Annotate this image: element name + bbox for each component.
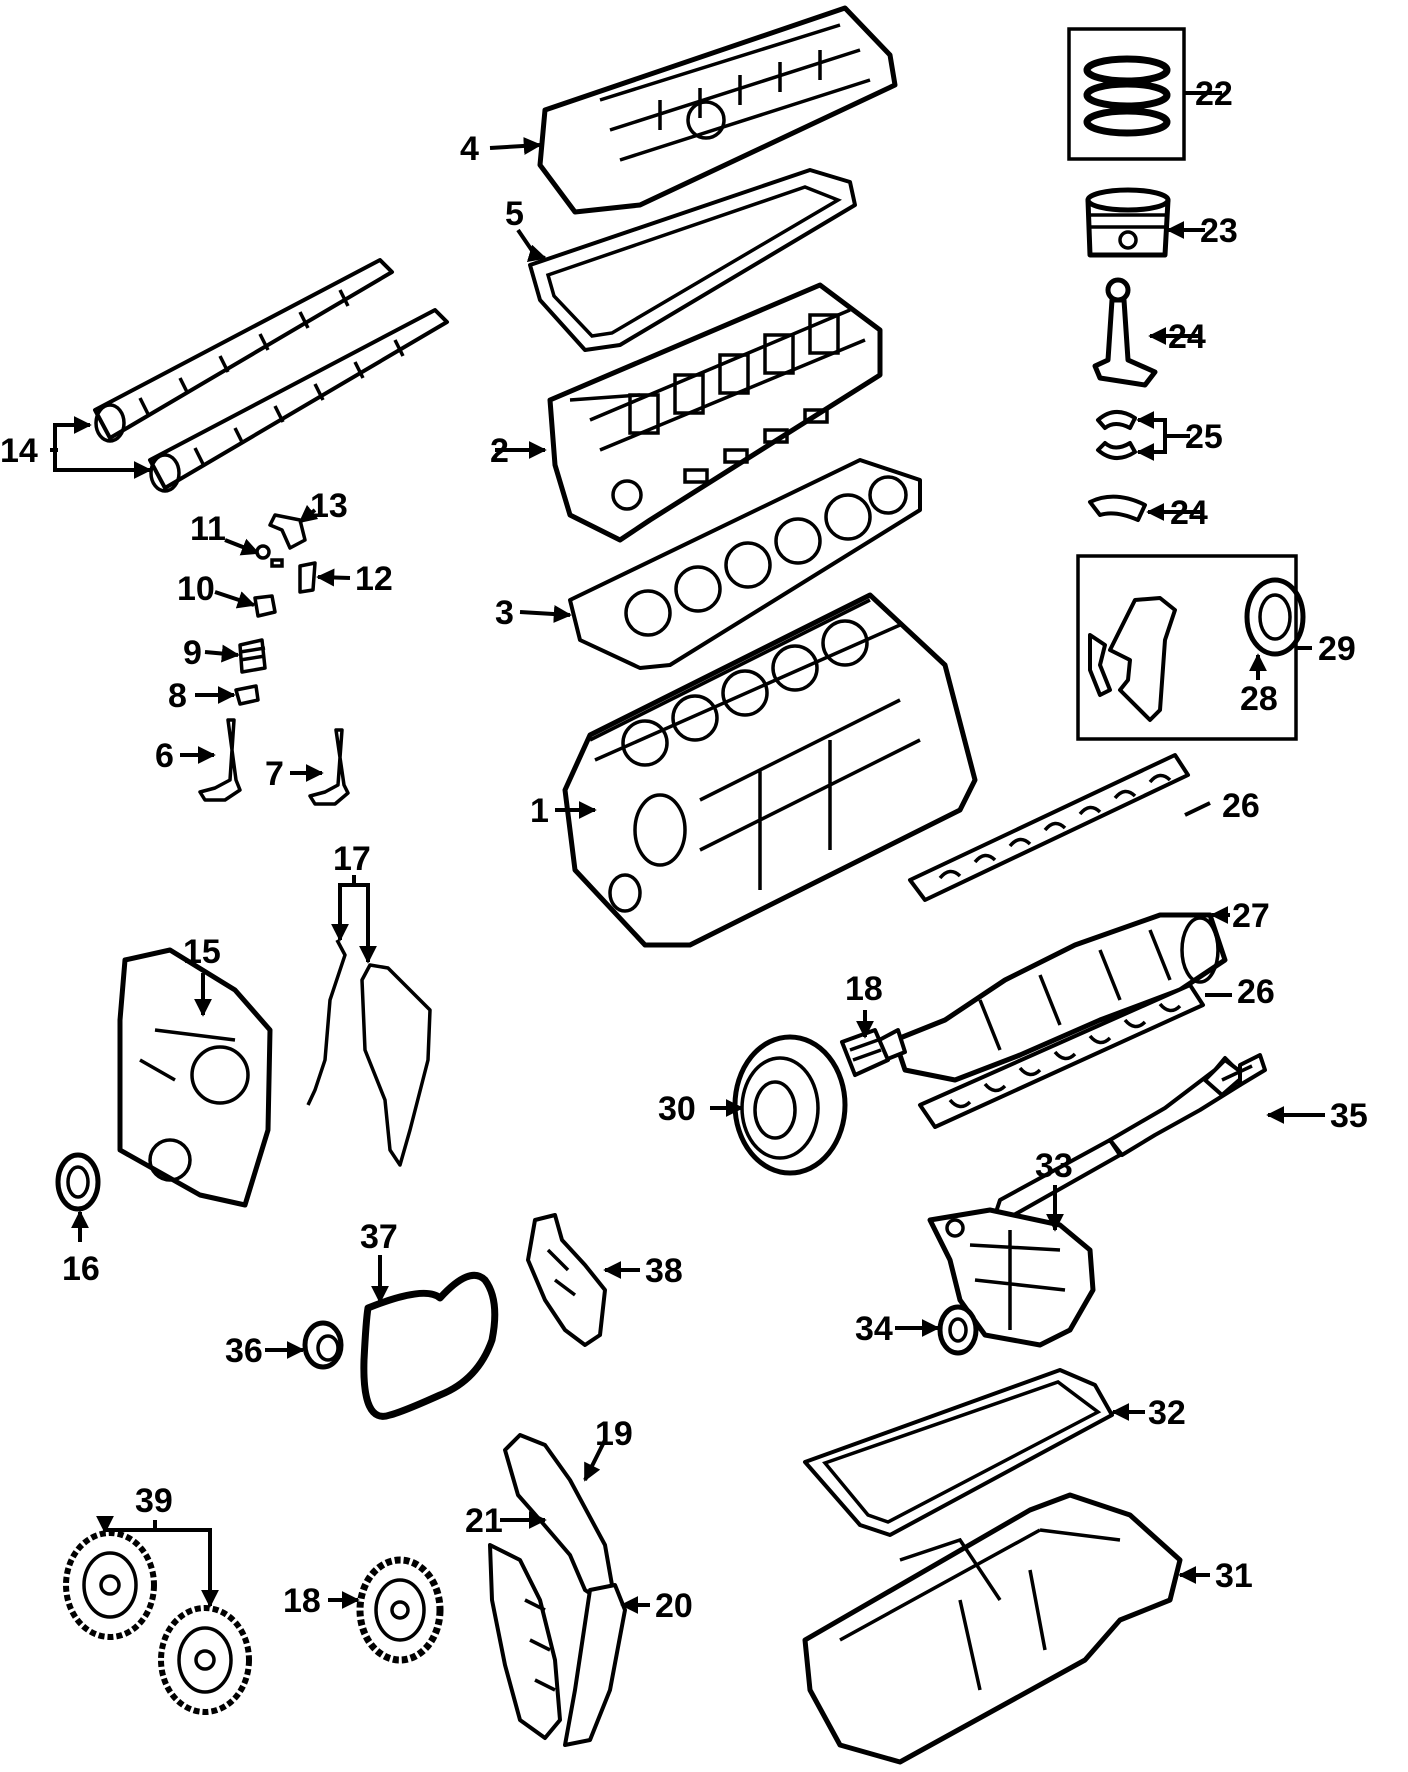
callout-27: 27 bbox=[1232, 897, 1270, 935]
oil-pickup-tube bbox=[993, 1053, 1267, 1222]
callout-22: 22 bbox=[1195, 75, 1233, 113]
leader-lines bbox=[50, 91, 1325, 1614]
callout-24a: 24 bbox=[1168, 318, 1206, 356]
callout-23: 23 bbox=[1200, 212, 1238, 250]
callout-26b: 26 bbox=[1237, 973, 1275, 1011]
callout-16: 16 bbox=[62, 1250, 100, 1288]
timing-cover-gaskets bbox=[306, 939, 432, 1167]
callout-8: 8 bbox=[168, 677, 187, 715]
camshafts bbox=[93, 258, 449, 493]
rear-main-seal-kit bbox=[1088, 577, 1306, 722]
callout-24b: 24 bbox=[1170, 494, 1208, 532]
callout-32: 32 bbox=[1148, 1394, 1186, 1432]
callout-4: 4 bbox=[460, 130, 479, 168]
valve-cover-gasket bbox=[528, 168, 857, 352]
valve-train-parts bbox=[198, 513, 350, 806]
piston-rings bbox=[1083, 55, 1171, 137]
callout-3: 3 bbox=[495, 594, 514, 632]
callout-labels: 1 2 3 4 5 6 7 8 9 10 11 12 13 14 15 16 1… bbox=[0, 75, 1368, 1625]
chain-tensioner bbox=[302, 1320, 344, 1370]
main-bearings-lower bbox=[918, 983, 1205, 1129]
cylinder-head bbox=[547, 282, 883, 543]
chain-guide bbox=[526, 1213, 607, 1347]
callout-2: 2 bbox=[490, 432, 509, 470]
callout-31: 31 bbox=[1215, 1557, 1253, 1595]
callout-11: 11 bbox=[190, 510, 226, 548]
callout-35: 35 bbox=[1330, 1097, 1368, 1135]
callout-15: 15 bbox=[183, 933, 221, 971]
callout-38: 38 bbox=[645, 1252, 683, 1290]
callout-5: 5 bbox=[505, 195, 524, 233]
valve-cover bbox=[537, 5, 898, 215]
timing-cover bbox=[117, 947, 273, 1208]
callout-1: 1 bbox=[530, 792, 549, 830]
callout-7: 7 bbox=[265, 755, 284, 793]
callout-33: 33 bbox=[1035, 1147, 1073, 1185]
callout-14: 14 bbox=[0, 432, 38, 470]
connecting-rod bbox=[1092, 277, 1158, 388]
callout-10: 10 bbox=[177, 570, 215, 608]
callout-37: 37 bbox=[360, 1218, 398, 1256]
callout-9: 9 bbox=[183, 634, 202, 672]
callout-25: 25 bbox=[1185, 418, 1223, 456]
oil-pan bbox=[802, 1492, 1183, 1765]
callout-29: 29 bbox=[1318, 630, 1356, 668]
engine-block bbox=[562, 592, 978, 948]
piston bbox=[1085, 187, 1171, 258]
crankshaft bbox=[868, 912, 1228, 1083]
cam-sprocket bbox=[356, 1556, 444, 1664]
cylinder-head-gasket bbox=[568, 458, 922, 670]
callout-30: 30 bbox=[658, 1090, 696, 1128]
callout-36: 36 bbox=[225, 1332, 263, 1370]
vibration-damper bbox=[732, 1034, 848, 1176]
timing-chain bbox=[360, 1272, 499, 1420]
front-seal bbox=[55, 1152, 101, 1212]
callout-21: 21 bbox=[465, 1502, 503, 1540]
callout-28: 28 bbox=[1240, 680, 1278, 718]
callout-19: 19 bbox=[595, 1415, 633, 1453]
timing-chain-rails bbox=[488, 1433, 627, 1747]
callout-12: 12 bbox=[355, 560, 393, 598]
callout-39: 39 bbox=[135, 1482, 173, 1520]
callout-6: 6 bbox=[155, 737, 174, 775]
callout-18a: 18 bbox=[845, 970, 883, 1008]
callout-34: 34 bbox=[855, 1310, 893, 1348]
main-bearings-upper bbox=[908, 753, 1190, 902]
callout-17: 17 bbox=[333, 840, 371, 878]
oil-pump-sprocket bbox=[937, 1304, 979, 1356]
rod-bearings bbox=[1096, 410, 1137, 460]
vanos-adjusters bbox=[63, 1530, 252, 1715]
rod-cap bbox=[1088, 494, 1147, 522]
callout-18b: 18 bbox=[283, 1582, 321, 1620]
callout-20: 20 bbox=[655, 1587, 693, 1625]
callout-13: 13 bbox=[310, 487, 348, 525]
callout-26a: 26 bbox=[1222, 787, 1260, 825]
